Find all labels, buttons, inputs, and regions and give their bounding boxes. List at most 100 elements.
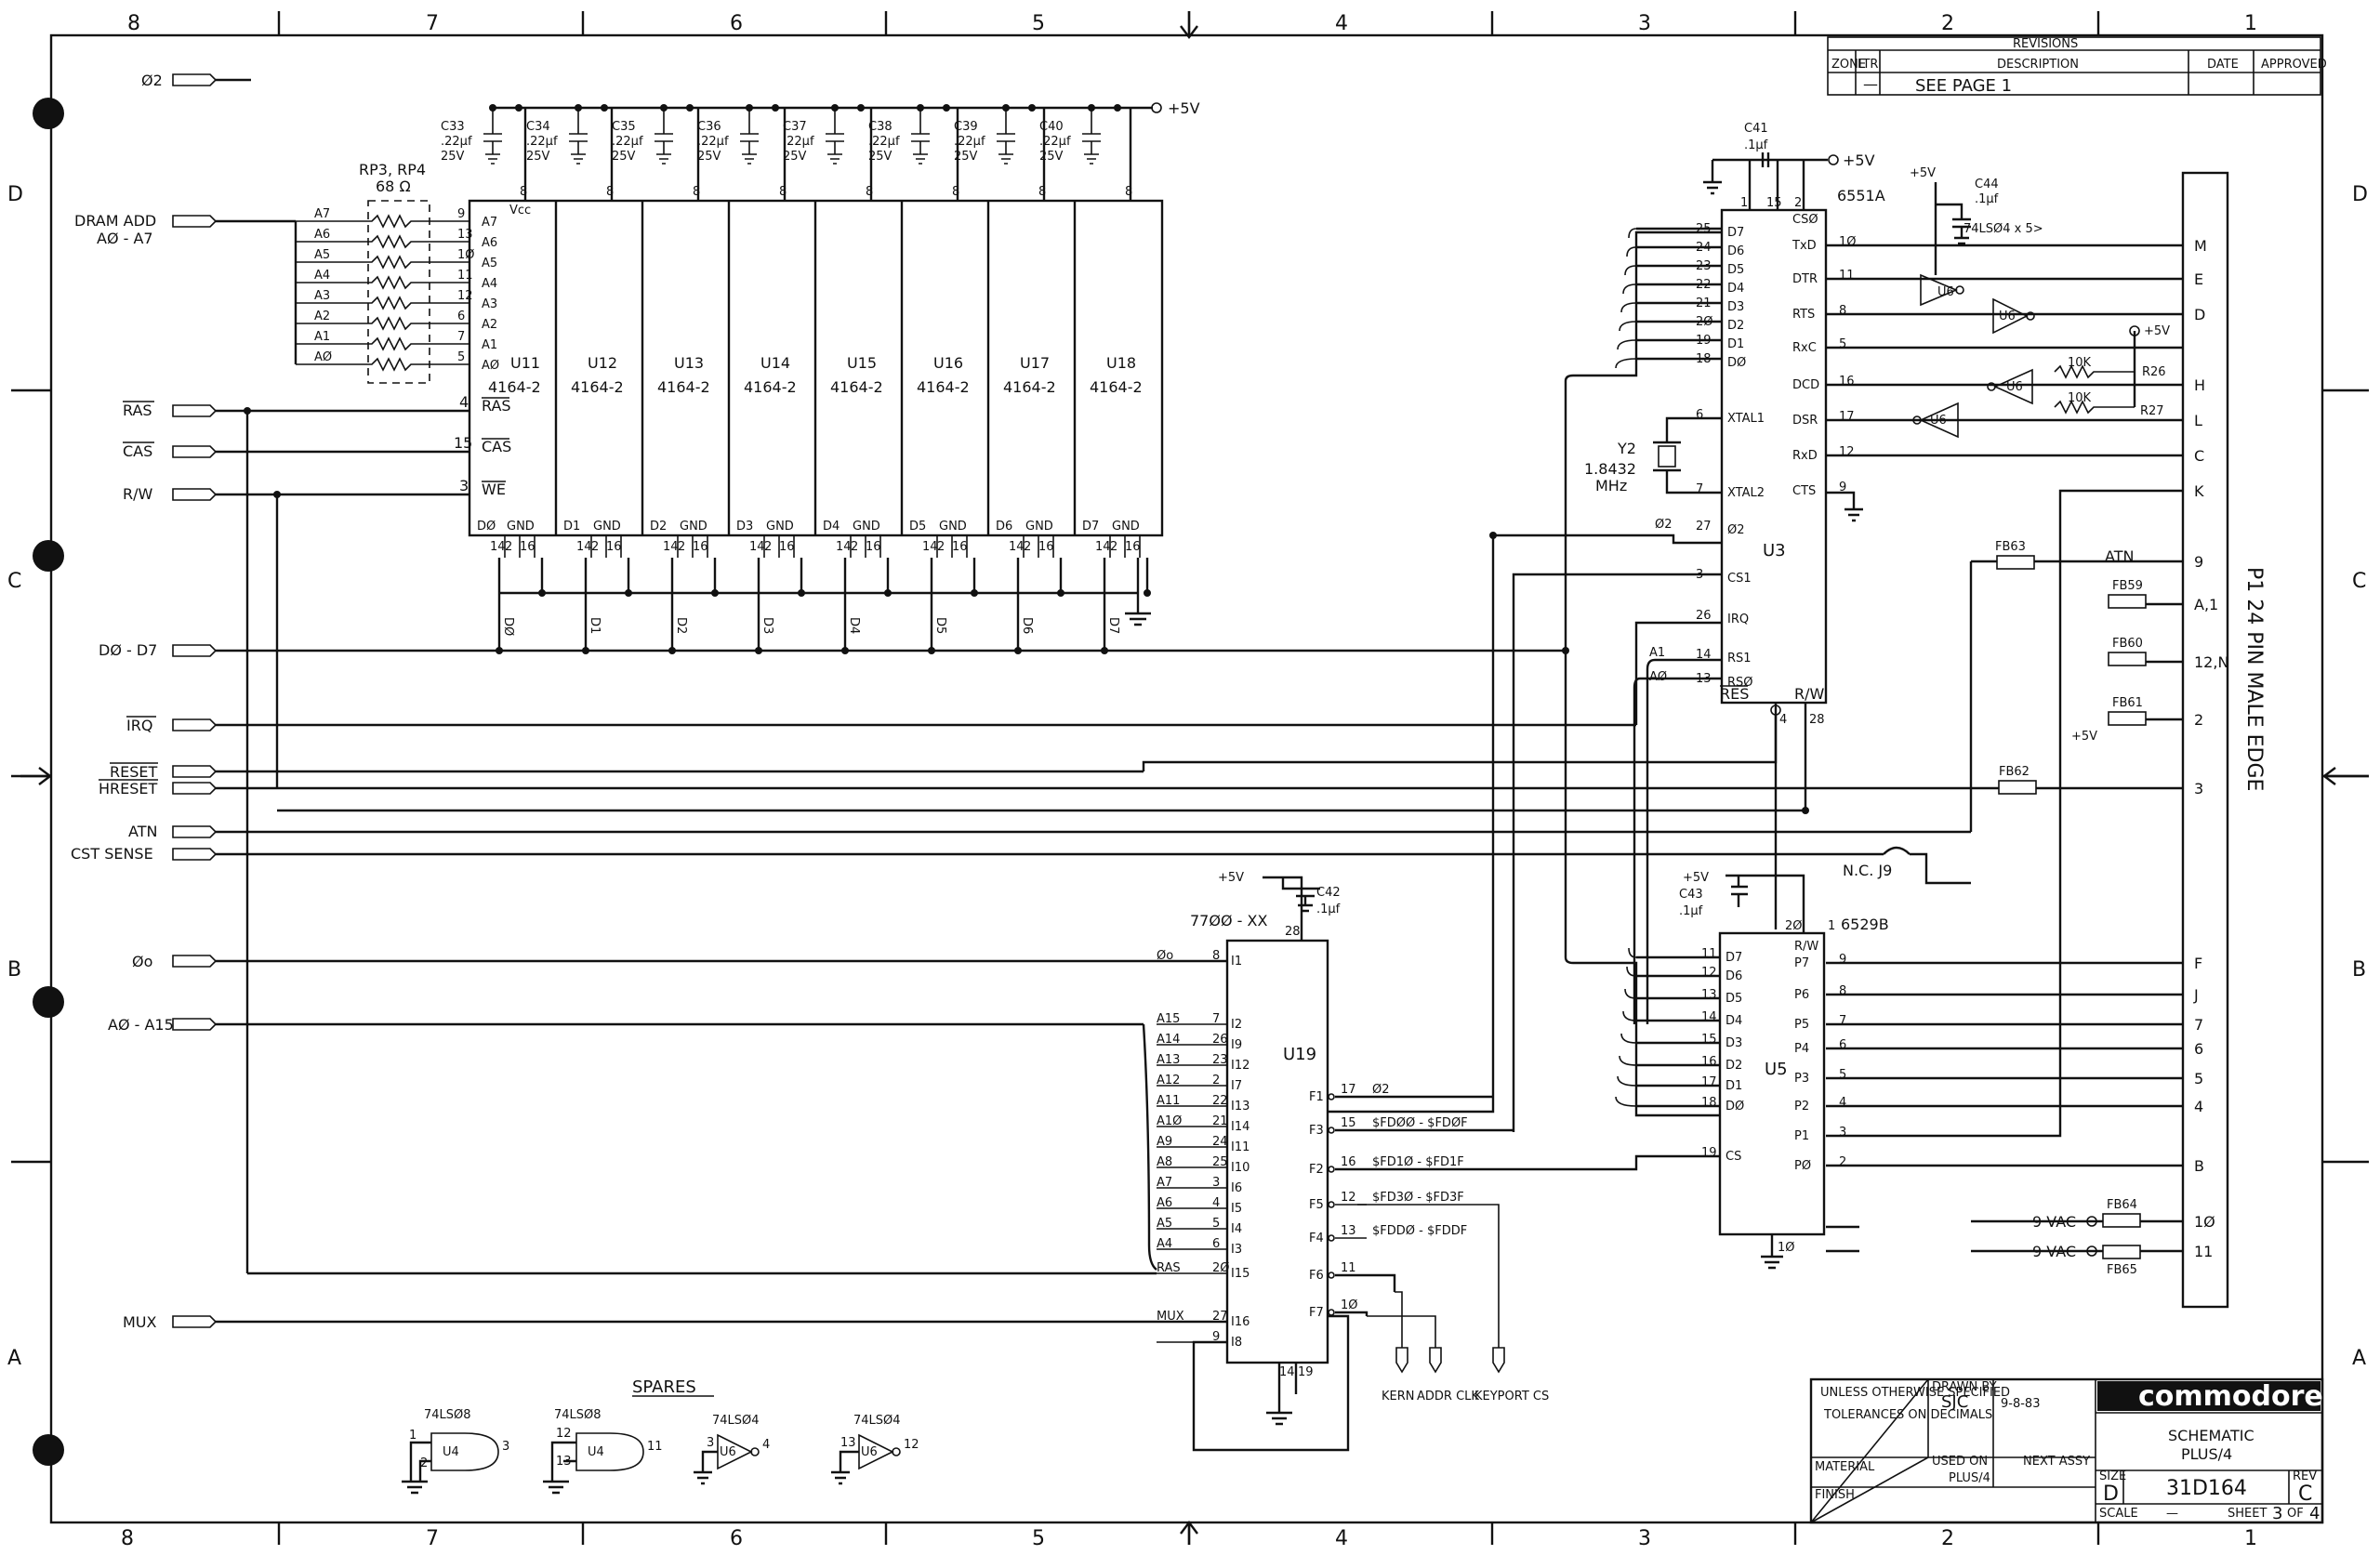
rev-col-approved: APPROVED — [2261, 58, 2327, 72]
fb59: FB59 — [2112, 579, 2143, 593]
u5-bus-entry — [1620, 1033, 1637, 1044]
u19-output-bubble — [1328, 1272, 1335, 1279]
u5-left-pin-name: D3 — [1726, 1036, 1742, 1050]
dram-gnd-label: GND — [939, 520, 967, 534]
u3-left-pin-number: 27 — [1696, 520, 1712, 534]
u3-rs-bus — [1646, 658, 1722, 1024]
decoupling-cap — [654, 108, 673, 165]
junction-dot — [1014, 647, 1022, 654]
u5-bus-entry — [1626, 966, 1637, 977]
u19-output-pin: 17 — [1341, 1083, 1356, 1097]
dram-chip-ref: U14 — [760, 354, 790, 372]
u3-cap-val: .1µf — [1744, 138, 1768, 152]
edge-pin: H — [2194, 376, 2205, 394]
spare3-type: 74LSØ4 — [712, 1414, 760, 1428]
u19-f6-trace — [1335, 1273, 1396, 1292]
sig-dram-add-range: AØ - A7 — [97, 230, 153, 247]
cap-voltage: 25V — [441, 150, 465, 164]
rev-value: C — [2298, 1483, 2312, 1506]
u19-input-pin: 8 — [1212, 949, 1220, 963]
u3-res-pin: 4 — [1779, 713, 1787, 727]
u5-left-pin-number: 19 — [1701, 1146, 1717, 1160]
dram-bottom-pin: 14 — [922, 540, 938, 554]
p1-title: P1 24 PIN MALE EDGE — [2242, 567, 2266, 791]
u3-left-pin-name: XTAL1 — [1727, 412, 1765, 426]
u3-right-pin-number: 11 — [1839, 269, 1855, 283]
u19-input-pin: 7 — [1212, 1012, 1220, 1026]
row-right-b: B — [2352, 958, 2366, 982]
decoupling-cap — [826, 108, 844, 165]
size-value: D — [2103, 1483, 2119, 1506]
u3-right-pin-number: 17 — [1839, 410, 1855, 424]
dram-bottom-pin: 14 — [490, 540, 506, 554]
u5-left-pin-number: 17 — [1701, 1075, 1717, 1089]
u5-left-pin-number: 14 — [1701, 1010, 1717, 1024]
dram-bottom-pin: 14 — [1095, 540, 1111, 554]
edge-pin: 6 — [2194, 1040, 2203, 1058]
dram-address-input: A7 — [482, 216, 497, 230]
u5-right-pin-name: P4 — [1794, 1042, 1809, 1056]
rev-col-zone: ZONE — [1831, 58, 1866, 72]
sheet-label: SHEET — [2228, 1507, 2267, 1521]
u5-right-pin-number: 6 — [1839, 1038, 1846, 1052]
u3-right-pin-name: RxD — [1792, 449, 1818, 463]
r26-val: 10K — [2068, 356, 2092, 370]
revisions-heading: REVISIONS — [2013, 37, 2078, 51]
decoupling-cap — [1082, 108, 1101, 165]
u5-cap-ref: C43 — [1679, 888, 1703, 902]
u19-input-net: RAS — [1157, 1261, 1181, 1275]
spares-title: SPARES — [632, 1377, 696, 1397]
edge-atn-label: ATN — [2105, 547, 2134, 565]
junction-dot — [772, 104, 779, 112]
rp-label: RP3, RP4 — [359, 161, 426, 178]
tb-material: MATERIAL — [1815, 1460, 1875, 1474]
cap-value: .22µf — [868, 135, 900, 149]
u3-left-pin-name: RS1 — [1727, 652, 1752, 665]
cap-value: .22µf — [1039, 135, 1071, 149]
junction-dot — [943, 104, 950, 112]
u5-left-pin-number: 13 — [1701, 988, 1717, 1002]
u19-input-name: I13 — [1231, 1100, 1250, 1114]
sig-reset-label: RESET — [110, 763, 157, 781]
u3-phi2-net: Ø2 — [1655, 518, 1673, 532]
dram-address-input: A6 — [482, 236, 497, 250]
company-name: commodore — [2138, 1380, 2323, 1413]
u3-ref: U3 — [1763, 541, 1786, 560]
dram-address-input: A3 — [482, 297, 497, 311]
u19-input-net: A8 — [1157, 1155, 1172, 1169]
u5-edge-traces — [1826, 489, 2183, 1167]
dram-data-label: D1 — [563, 520, 580, 534]
u3-right-pin-name: RTS — [1792, 308, 1815, 322]
dram-data-label: D2 — [650, 520, 667, 534]
u19-input-net: A11 — [1157, 1094, 1180, 1108]
u3-right-pin-name: CTS — [1792, 484, 1816, 498]
sig-phi2-label: Ø2 — [141, 72, 163, 89]
u19-input-pin: 22 — [1212, 1094, 1228, 1108]
u3-left-pin-name: D4 — [1727, 282, 1744, 296]
address-line — [296, 255, 469, 270]
junction-dot — [831, 104, 839, 112]
junction-dot — [668, 647, 676, 654]
u3-right-pin-name: RxC — [1792, 341, 1817, 355]
sig-irq-label: IRQ — [126, 717, 152, 734]
dram-vcc-pin: 8 — [952, 185, 959, 199]
dram-gnd-label: GND — [1112, 520, 1140, 534]
u19-input-net: MUX — [1157, 1310, 1184, 1324]
size-label: SIZE — [2099, 1469, 2126, 1483]
u3-top-pin-1: 1 — [1740, 196, 1748, 210]
u19-output-net: $FDØØ - $FDØF — [1372, 1116, 1468, 1130]
dram-chip-part: 4164-2 — [744, 378, 797, 396]
u3-left-pin-name: CS1 — [1727, 572, 1752, 586]
dram-chip-ref: U15 — [847, 354, 877, 372]
dram-vcc-pin: 8 — [520, 185, 527, 199]
junction-dot — [857, 104, 865, 112]
dram-bottom-pin: 14 — [836, 540, 852, 554]
dram-bottom-pin: 16 — [952, 540, 968, 554]
dram-vcc-pin: 8 — [1125, 185, 1132, 199]
u3-right-pin-number: 5 — [1839, 337, 1846, 351]
r27-ref: R27 — [2140, 404, 2164, 418]
